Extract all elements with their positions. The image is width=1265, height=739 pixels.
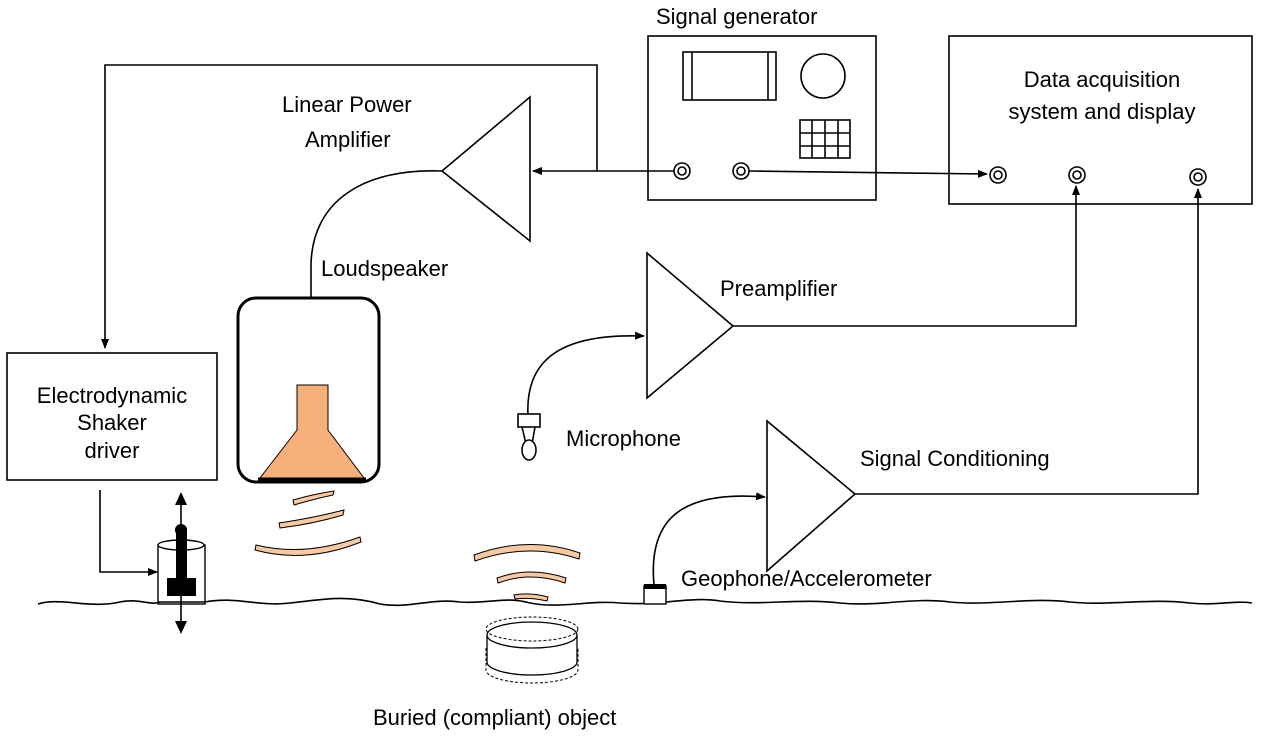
- geophone-cable: [652, 492, 766, 586]
- geophone-label: Geophone/Accelerometer: [681, 566, 932, 591]
- daq-input-connector-1: [989, 166, 1007, 184]
- daq-label-line1: Data acquisition: [1024, 67, 1181, 92]
- shaker-label-line2: Shaker: [77, 410, 147, 435]
- signal-generator: [647, 35, 877, 201]
- buried-object-label: Buried (compliant) object: [373, 705, 616, 730]
- signal-conditioning-to-daq-wire: [855, 188, 1202, 495]
- signal-generator-output-connector-1: [673, 162, 691, 180]
- vibration-arrow-icon: [175, 492, 187, 634]
- preamplifier-to-daq-wire: [733, 185, 1080, 327]
- signal-generator-label: Signal generator: [656, 4, 817, 29]
- shaker-label-line3: driver: [84, 438, 139, 463]
- linear-power-amplifier: [440, 95, 531, 243]
- signal-generator-output-connector-2: [732, 162, 750, 180]
- data-acquisition-system: [948, 35, 1253, 205]
- microphone: [517, 413, 541, 461]
- generator-to-daq-wire: [748, 169, 988, 178]
- daq-input-connector-3: [1189, 168, 1207, 186]
- loudspeaker-label: Loudspeaker: [321, 256, 448, 281]
- ground-surface: [37, 597, 1253, 607]
- signal-conditioning-amplifier: [766, 419, 857, 573]
- signal-conditioning-label: Signal Conditioning: [860, 446, 1050, 471]
- buried-object: [485, 616, 579, 684]
- loudspeaker-sound-waves: [254, 490, 362, 556]
- shaker: [157, 492, 206, 634]
- daq-input-connector-2: [1068, 166, 1086, 184]
- preamplifier: [646, 251, 735, 400]
- microphone-cable: [527, 331, 645, 417]
- loudspeaker: [236, 296, 381, 484]
- amplifier-label-line1: Linear Power: [282, 92, 412, 117]
- keypad-icon: [799, 119, 851, 159]
- object-sound-waves: [473, 543, 581, 602]
- amplifier-label-line2: Amplifier: [305, 127, 391, 152]
- daq-label-line2: system and display: [1008, 99, 1195, 124]
- generator-to-shaker-wire: [101, 64, 598, 349]
- shaker-driver-to-shaker-wire: [99, 490, 158, 576]
- shaker-driver: [6, 352, 218, 481]
- shaker-label-line1: Electrodynamic: [37, 383, 187, 408]
- preamplifier-label: Preamplifier: [720, 276, 837, 301]
- microphone-label: Microphone: [566, 426, 681, 451]
- amplifier-to-loudspeaker-cable: [307, 170, 443, 379]
- geophone: [643, 584, 667, 605]
